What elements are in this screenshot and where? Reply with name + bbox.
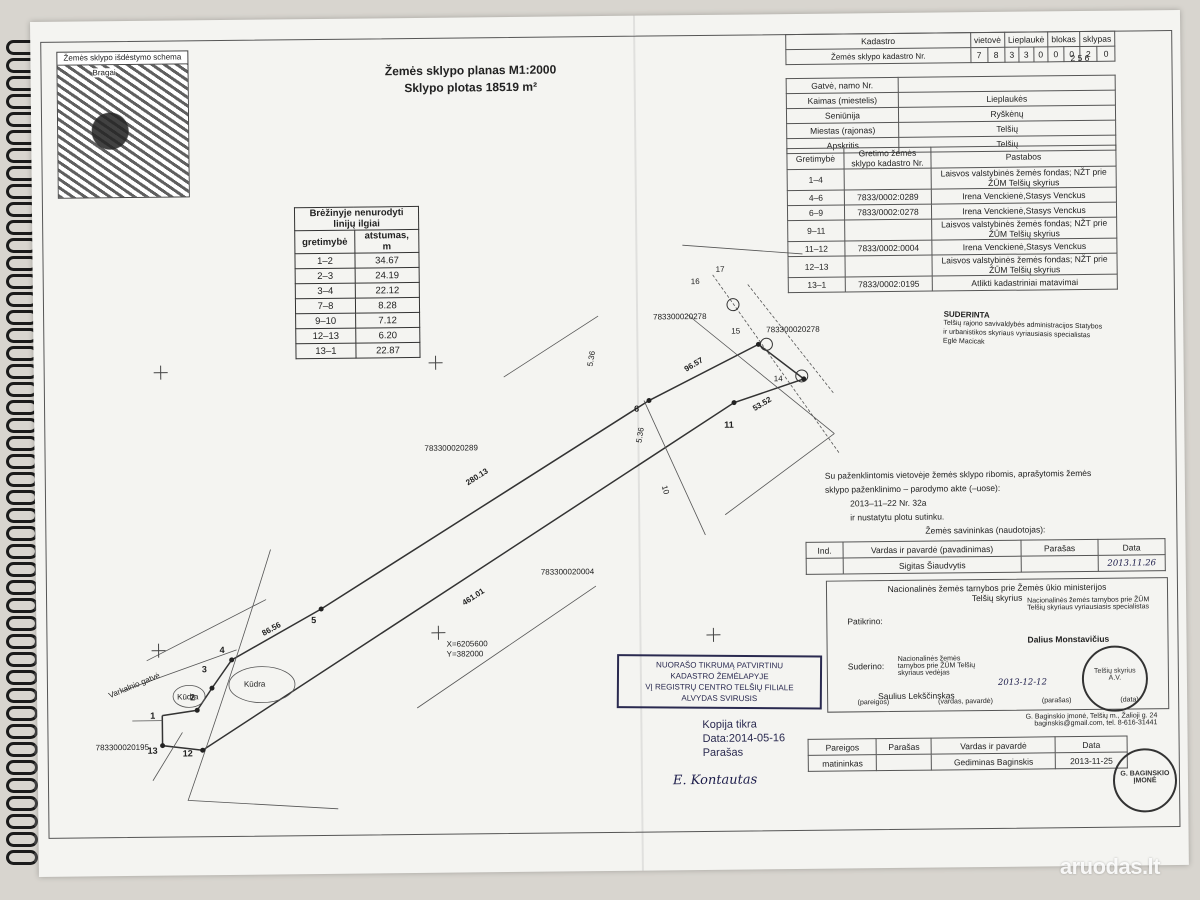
label-16: 16 (690, 277, 700, 287)
binding-ring (6, 814, 38, 829)
pond-label-2: Kūdra (177, 692, 199, 702)
binding-ring (6, 472, 38, 487)
pond-2 (172, 684, 206, 708)
binding-ring (6, 832, 38, 847)
lot-289: 783300020289 (424, 443, 478, 453)
point-6: 6 (634, 403, 640, 414)
round-stamp-telsiai: Telšių skyrius A.V. (1081, 645, 1149, 713)
binding-ring (6, 724, 38, 739)
binding-ring (6, 598, 38, 613)
label-15: 15 (731, 326, 741, 336)
point-marker-circles (726, 298, 809, 383)
table-row: matininkas Gediminas Baginskis 2013-11-2… (808, 752, 1128, 772)
area-line (416, 585, 597, 709)
approved-stamp: SUDERINTA Telšių rajono savivaldybės adm… (942, 309, 1103, 346)
road-line (152, 732, 183, 781)
binding-ring (6, 436, 38, 451)
binding-ring (6, 526, 38, 541)
lot-278: 783300020278 (653, 311, 707, 322)
binding-ring (6, 760, 38, 775)
neighbor-line (503, 315, 599, 378)
road-line (146, 599, 267, 662)
point-1: 1 (150, 710, 156, 721)
point-3: 3 (201, 664, 207, 675)
neighbor-line (643, 400, 706, 536)
table-row: Sigitas Šiaudvytis 2013.11.26 (806, 554, 1166, 575)
owner-table: Ind. Vardas ir pavardė (pavadinimas) Par… (805, 538, 1166, 575)
surveyor-table: Pareigos Parašas Vardas ir pavardė Data … (808, 736, 1128, 772)
round-stamp-company: G. BAGINSKIO ĮMONĖ (1112, 748, 1178, 813)
binding-ring (6, 562, 38, 577)
binding-ring (6, 490, 38, 505)
binding-ring (6, 778, 38, 793)
lot-004: 783300020004 (540, 567, 595, 577)
land-plot-plan-sheet: Žemės sklypo išdėstymo schema Bragai Žem… (30, 9, 1189, 877)
lot-195: 783300020195 (95, 742, 150, 753)
point-5: 5 (311, 615, 317, 626)
point-4: 4 (219, 644, 225, 656)
boundary-points (160, 341, 807, 753)
copy-true-stamp: Kopija tikra Data:2014-05-16 Parašas (702, 718, 786, 759)
neighbor-line (687, 314, 835, 434)
binding-ring (6, 706, 38, 721)
pond-label-1: Kūdra (243, 679, 266, 689)
area-line (187, 549, 339, 810)
watermark-logo: aruodas.lt (1059, 854, 1161, 879)
binding-ring (6, 850, 38, 865)
plot-drawing (121, 244, 840, 810)
binding-ring (6, 688, 38, 703)
lot-278b: 783300020278 (766, 324, 820, 335)
point-13: 13 (147, 745, 158, 756)
binding-ring (6, 580, 38, 595)
copy-certification-stamp: NUORAŠO TIKRUMĄ PATVIRTINU KADASTRO ŽEMĖ… (616, 654, 823, 710)
coord-y: Y=382000 (446, 649, 484, 659)
neighbor-line (724, 433, 835, 516)
easement-line (747, 284, 835, 394)
agreement-text: Su paženklintomis vietovėje žemės sklypo… (824, 467, 1092, 536)
binding-ring (6, 670, 38, 685)
point-11: 11 (724, 419, 734, 430)
point-12: 12 (182, 748, 193, 759)
label-17: 17 (715, 264, 725, 274)
survey-crosses (151, 355, 721, 658)
binding-ring (6, 634, 38, 649)
plot-boundary (161, 343, 806, 752)
pond-1 (228, 666, 296, 704)
easement-line (712, 274, 840, 454)
company-info: G. Baginskio įmonė, Telšių m., Žalioji g… (1025, 712, 1158, 728)
label-14: 14 (773, 374, 783, 384)
binding-ring (6, 508, 38, 523)
binding-ring (6, 652, 38, 667)
coord-x: X=6205600 (446, 639, 488, 649)
road-line (121, 649, 237, 692)
binding-ring (6, 742, 38, 757)
copy-signature: E. Kontautas (672, 772, 758, 789)
binding-ring (6, 796, 38, 811)
area-line (682, 244, 803, 255)
binding-ring (6, 544, 38, 559)
binding-ring (6, 454, 38, 469)
binding-ring (6, 616, 38, 631)
